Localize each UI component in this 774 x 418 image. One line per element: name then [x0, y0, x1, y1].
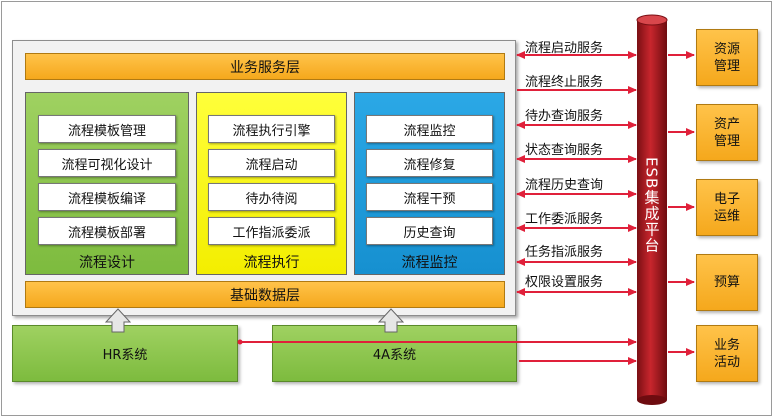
right-box-line: 资源 [713, 41, 740, 57]
column-title: 流程监控 [401, 255, 458, 271]
service-label: 工作委派服务 [525, 212, 604, 227]
up-arrow-icon [377, 308, 405, 333]
column-title: 流程执行 [243, 255, 300, 271]
4a-system-box: 4A系统 [272, 325, 517, 382]
design-item: 流程模板编译 [38, 183, 176, 211]
monitoring-item: 流程干预 [366, 183, 493, 211]
column-process-design: 流程模板管理 流程可视化设计 流程模板编译 流程模板部署 流程设计 [25, 92, 189, 275]
hr-system-label: HR系统 [102, 348, 148, 363]
right-box-line: 预算 [713, 275, 740, 290]
connector-dot [237, 339, 243, 345]
design-item: 流程模板部署 [38, 217, 176, 245]
business-service-layer-label: 业务服务层 [230, 59, 300, 76]
right-box-business: 业务活动 [696, 325, 758, 382]
esb-label: ESB集成平台 [642, 156, 661, 254]
design-item: 流程可视化设计 [38, 149, 176, 177]
right-box-line: 运维 [713, 208, 740, 224]
business-service-layer: 业务服务层 [25, 53, 505, 80]
execution-item: 工作指派委派 [208, 217, 335, 245]
execution-item: 待办待阅 [208, 183, 335, 211]
column-process-execution: 流程执行引擎 流程启动 待办待阅 工作指派委派 流程执行 [196, 92, 347, 275]
basic-data-layer-label: 基础数据层 [230, 287, 300, 304]
up-arrow-icon [104, 308, 132, 333]
column-title: 流程设计 [79, 255, 135, 271]
service-label: 权限设置服务 [525, 275, 604, 290]
execution-item: 流程执行引擎 [208, 115, 335, 143]
right-box-asset: 资产管理 [696, 104, 758, 161]
right-box-line: 管理 [713, 58, 740, 74]
monitoring-item: 流程修复 [366, 149, 493, 177]
monitoring-item: 流程监控 [366, 115, 493, 143]
right-box-line: 资产 [713, 116, 740, 132]
service-label: 待办查询服务 [525, 109, 604, 124]
design-item: 流程模板管理 [38, 115, 176, 143]
right-box-resource: 资源管理 [696, 29, 758, 86]
esb-label-wrap: ESB集成平台 [637, 150, 667, 260]
basic-data-layer: 基础数据层 [25, 281, 505, 308]
service-label: 流程历史查询 [525, 178, 604, 193]
service-label: 流程终止服务 [525, 75, 604, 90]
column-process-monitoring: 流程监控 流程修复 流程干预 历史查询 流程监控 [354, 92, 505, 275]
right-box-line: 管理 [713, 133, 740, 149]
monitoring-item: 历史查询 [366, 217, 493, 245]
execution-item: 流程启动 [208, 149, 335, 177]
right-box-line: 业务 [713, 337, 740, 353]
4a-system-label: 4A系统 [372, 348, 417, 363]
service-label: 状态查询服务 [525, 143, 604, 158]
right-box-line: 活动 [713, 354, 740, 370]
service-label: 任务指派服务 [525, 245, 604, 260]
right-box-line: 电子 [713, 191, 740, 207]
right-box-ops: 电子运维 [696, 179, 758, 236]
esb-cylinder [636, 14, 668, 405]
hr-system-box: HR系统 [12, 325, 238, 382]
right-box-budget: 预算 [696, 254, 758, 311]
